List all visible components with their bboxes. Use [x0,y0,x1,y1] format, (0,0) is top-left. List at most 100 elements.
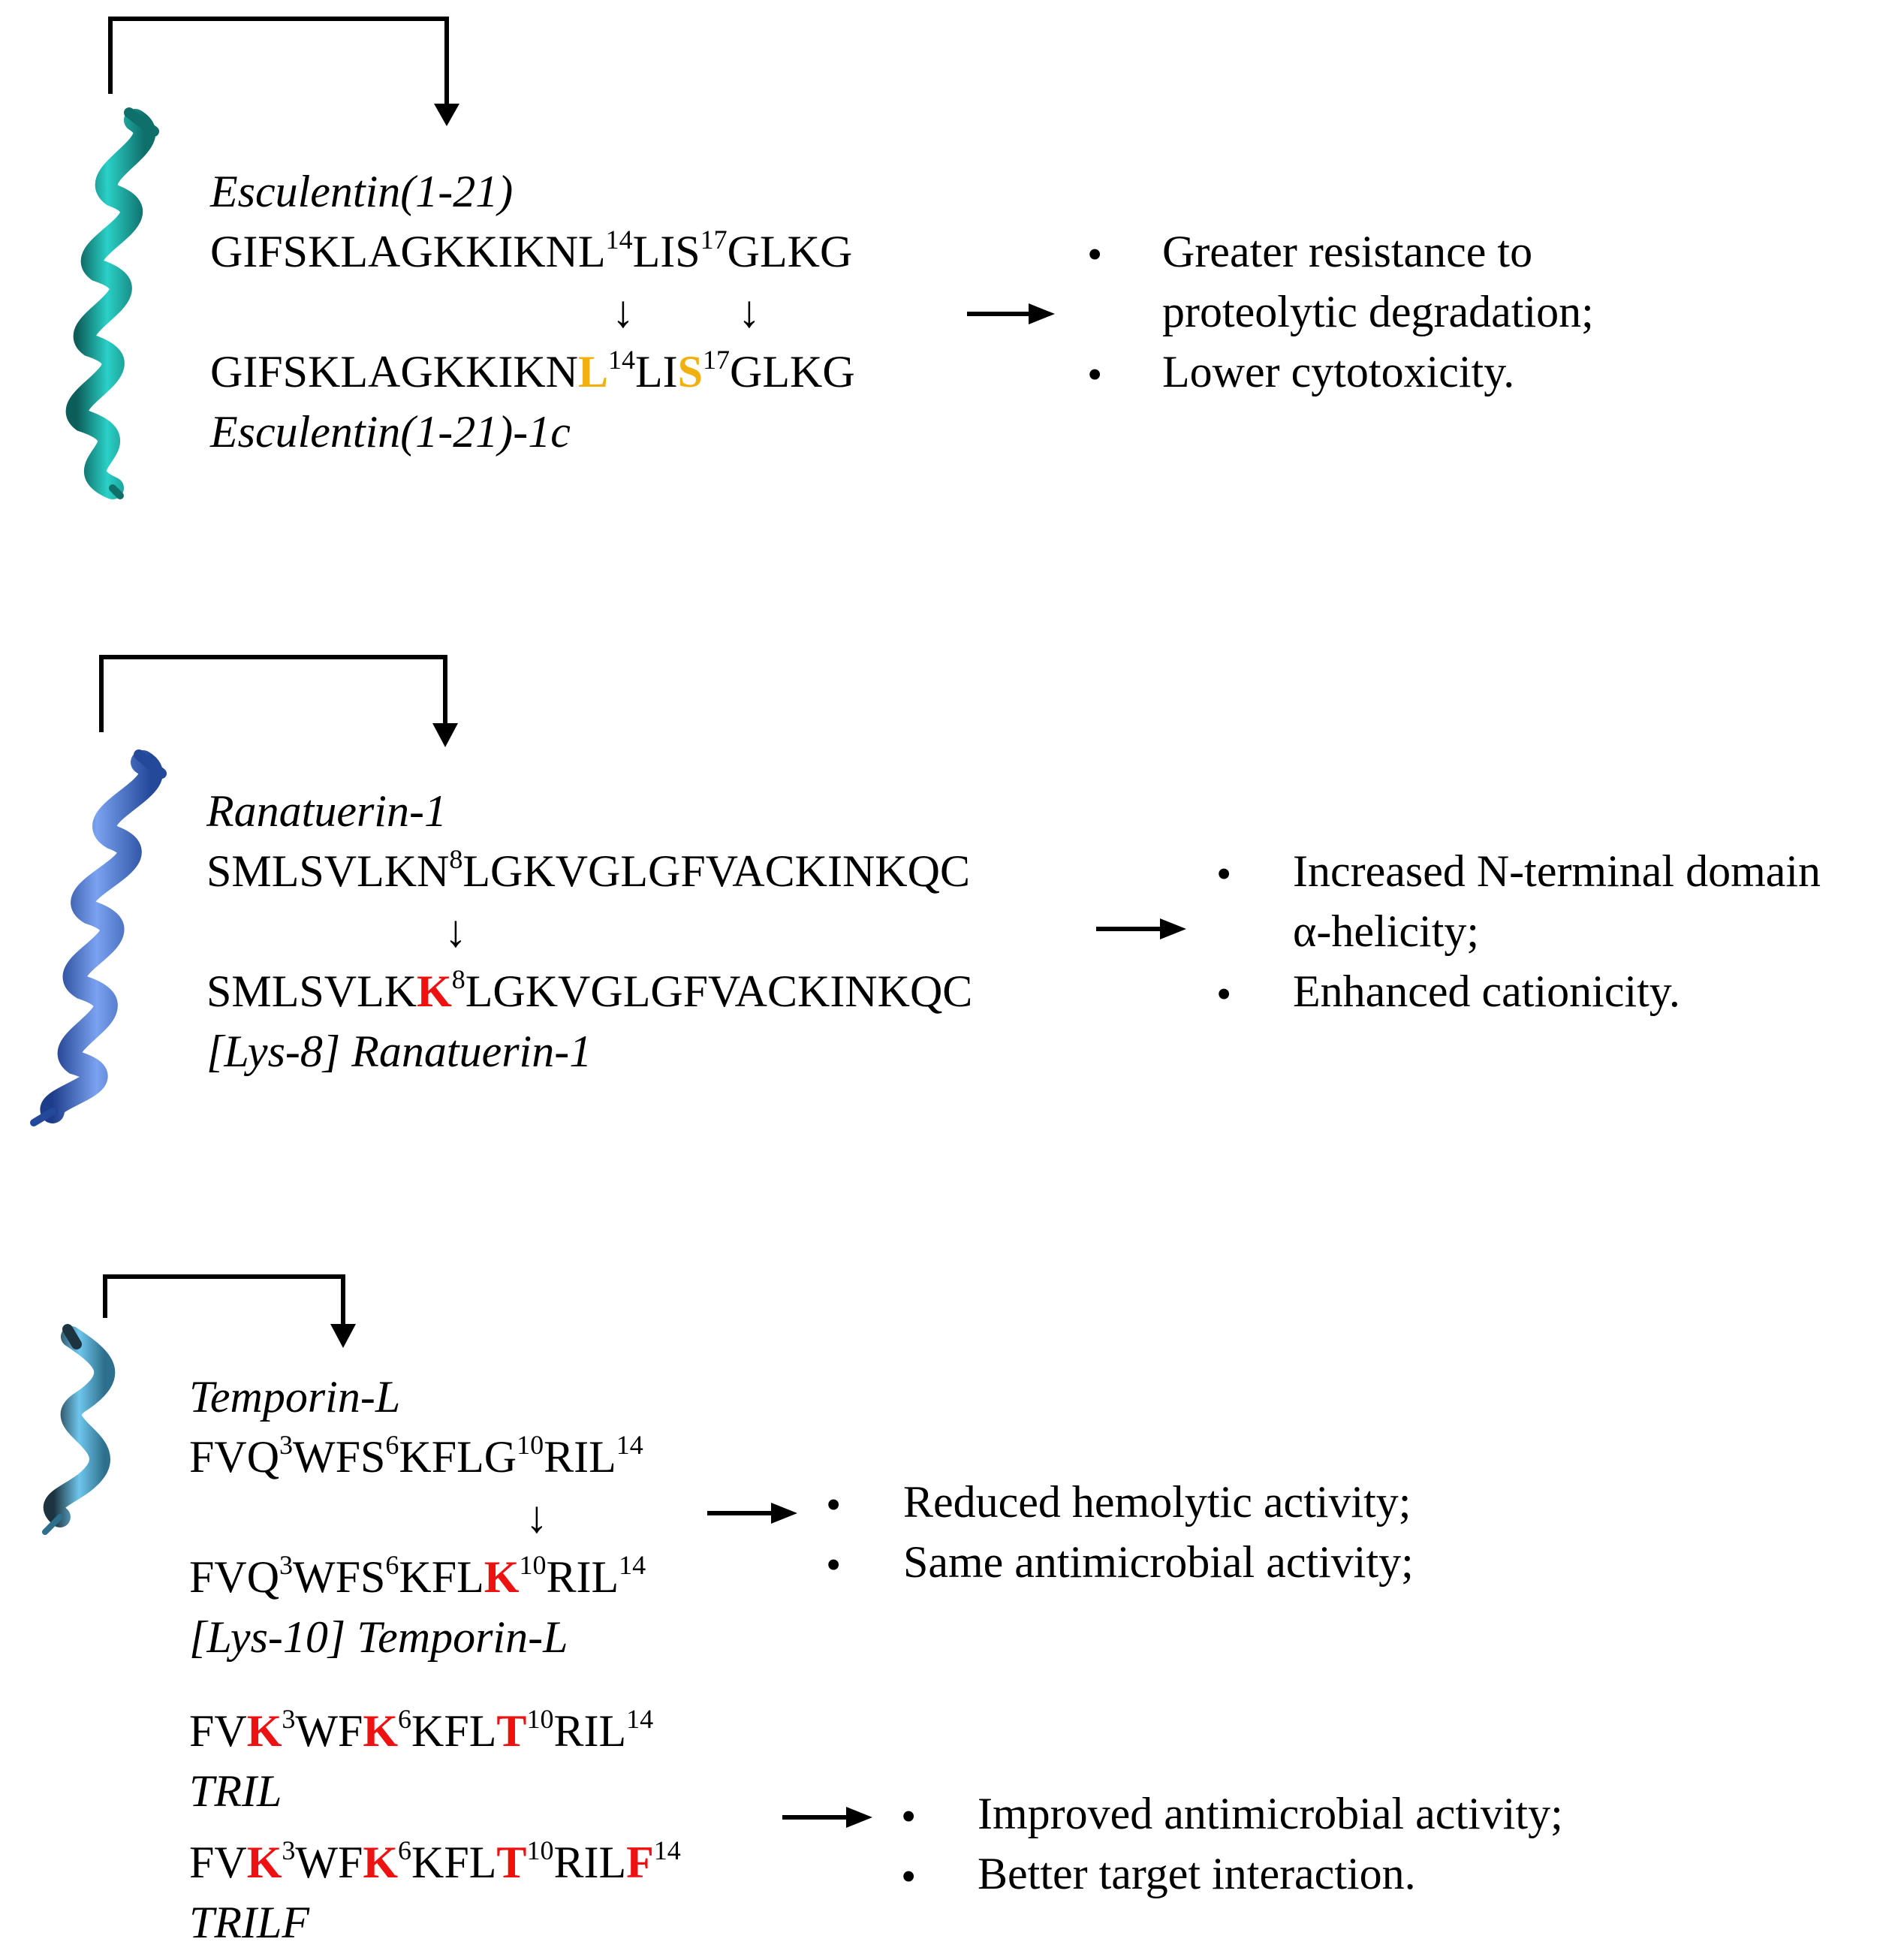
residue-position: 3 [279,1550,294,1580]
effect-text-2a: Increased N-terminal domain [1293,846,1821,896]
residue-position: 6 [385,1430,399,1460]
helix-3-icon [42,1324,116,1535]
effect-bullet-1a: • [1087,230,1103,279]
effect-text-4b: Better target interaction. [978,1849,1416,1898]
sequence-segment: WFS [293,1432,386,1482]
effect-bullet-1b: • [1087,350,1103,399]
helix-1-icon [65,107,159,499]
sequence-segment: SMLSVLKN [206,846,450,896]
sequence-segment: GLKG [727,227,853,276]
residue-position: 3 [279,1430,294,1460]
sequence-segment: RIL [546,1552,619,1602]
sequence-segment: LI [635,347,678,397]
original-sequence-2: SMLSVLKN8LGKVGLGFVACKINKQC [206,846,970,896]
bracket-arrow-2 [99,655,458,747]
mutant-sequence-2: SMLSVLKK8LGKVGLGFVACKINKQC [206,966,973,1016]
helix-2-icon [30,749,167,1126]
sequence-segment: FVQ [189,1432,280,1482]
sequence-segment: FV [189,1706,247,1756]
residue-position: 14 [608,345,636,375]
substituted-residue: K [246,1706,282,1756]
result-arrow-3 [707,1503,797,1524]
residue-position: 10 [519,1550,547,1580]
substitution-arrow-1b: ↓ [738,287,761,336]
effect-text-3a: Reduced hemolytic activity; [903,1477,1411,1527]
result-arrow-1 [967,303,1055,324]
effect-text-1a-cont: proteolytic degradation; [1162,287,1594,336]
mutant-sequence-3: FVQ3WFS6KFLK10RIL14 [189,1551,646,1602]
substituted-residue: T [496,1838,527,1887]
residue-position: 10 [526,1704,554,1734]
effect-text-3b: Same antimicrobial activity; [903,1537,1414,1587]
effect-bullet-3a: • [826,1480,842,1529]
residue-position: 14 [653,1835,681,1865]
residue-position: 10 [517,1430,544,1460]
analog-name-trilf: TRILF [189,1898,310,1947]
analog-sequence-trilf: FVK3WFK6KFLT10RILF14 [189,1837,681,1887]
substituted-residue: K [363,1706,399,1756]
result-arrow-2 [1096,918,1186,939]
bracket-arrow-1 [108,17,459,126]
substituted-residue: F [626,1838,654,1887]
sequence-segment: RIL [553,1838,627,1887]
sequence-segment: KFL [411,1706,497,1756]
substitution-arrow-1a: ↓ [612,287,634,336]
sequence-segment: GIFSKLAGKKIKN [210,347,578,397]
sequence-segment: LGKVGLGFVACKINKQC [462,846,970,896]
residue-position: 17 [703,345,731,375]
effect-bullet-4a: • [901,1792,917,1841]
residue-position: 14 [616,1430,643,1460]
residue-position: 6 [398,1704,412,1734]
residue-position: 14 [626,1704,654,1734]
residue-position: 8 [451,964,465,994]
substituted-residue: K [363,1838,399,1887]
original-sequence-3: FVQ3WFS6KFLG10RIL14 [189,1431,643,1482]
sequence-segment: WF [295,1838,363,1887]
residue-position: 8 [449,844,463,874]
effect-bullet-2a: • [1216,849,1232,898]
mutant-peptide-name-2: [Lys-8] Ranatuerin-1 [206,1027,592,1076]
sequence-segment: LIS [632,227,700,276]
sequence-segment: WF [295,1706,363,1756]
sequence-segment: RIL [544,1432,616,1482]
effect-bullet-3b: • [826,1540,842,1589]
residue-position: 14 [605,225,633,255]
sequence-segment: FVQ [189,1552,280,1602]
sequence-segment: KFL [411,1838,497,1887]
sequence-segment: GIFSKLAGKKIKNL [210,227,606,276]
substituted-residue: K [246,1838,282,1887]
effect-text-2b: Enhanced cationicity. [1293,966,1680,1016]
residue-position: 10 [526,1835,554,1865]
mutant-peptide-name-3: [Lys-10] Temporin-L [189,1612,568,1662]
substitution-arrow-3: ↓ [526,1492,548,1542]
effect-text-1a: Greater resistance to [1162,227,1533,276]
residue-position: 3 [282,1704,296,1734]
original-sequence-1: GIFSKLAGKKIKNL14LIS17GLKG [210,226,853,276]
substituted-residue: K [417,966,452,1016]
original-peptide-name-2: Ranatuerin-1 [206,786,447,836]
effect-text-2a-cont: α-helicity; [1293,906,1480,956]
residue-position: 3 [282,1835,296,1865]
residue-position: 17 [700,225,728,255]
sequence-segment: KFLG [399,1432,517,1482]
effect-text-4a: Improved antimicrobial activity; [978,1789,1563,1838]
sequence-segment: KFL [399,1552,484,1602]
sequence-segment: WFS [293,1552,386,1602]
analog-sequence-tril: FVK3WFK6KFLT10RIL14 [189,1705,653,1756]
original-peptide-name-3: Temporin-L [189,1372,401,1422]
residue-position: 6 [398,1835,412,1865]
substituted-residue: S [677,347,703,397]
sequence-segment: SMLSVLK [206,966,417,1016]
sequence-segment: GLKG [730,347,855,397]
bracket-arrow-3 [103,1274,356,1348]
original-peptide-name-1: Esculentin(1-21) [210,167,514,216]
sequence-segment: LGKVGLGFVACKINKQC [465,966,973,1016]
sequence-segment: RIL [553,1706,627,1756]
mutant-sequence-1: GIFSKLAGKKIKNL14LIS17GLKG [210,346,855,397]
effect-bullet-2b: • [1216,969,1232,1018]
analog-name-tril: TRIL [189,1766,282,1816]
substituted-residue: L [578,347,609,397]
sequence-segment: FV [189,1838,247,1887]
effect-text-1b: Lower cytotoxicity. [1162,347,1515,397]
